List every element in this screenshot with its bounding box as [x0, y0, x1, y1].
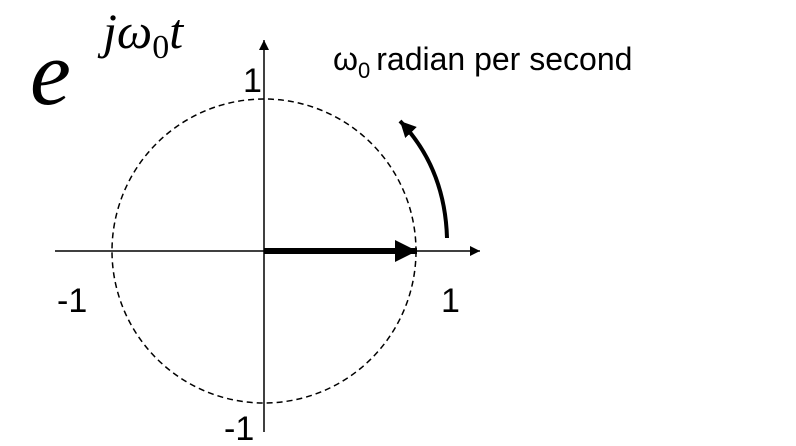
x-axis-negative-label: -1: [57, 282, 87, 320]
formula-base: e: [30, 22, 71, 124]
rotation-arrow: [398, 119, 449, 239]
y-axis-negative-label: -1: [224, 410, 254, 446]
y-axis-positive-label: 1: [243, 62, 262, 100]
x-axis-positive-label: 1: [441, 282, 460, 320]
formula-exponent: jω0t: [97, 3, 184, 66]
